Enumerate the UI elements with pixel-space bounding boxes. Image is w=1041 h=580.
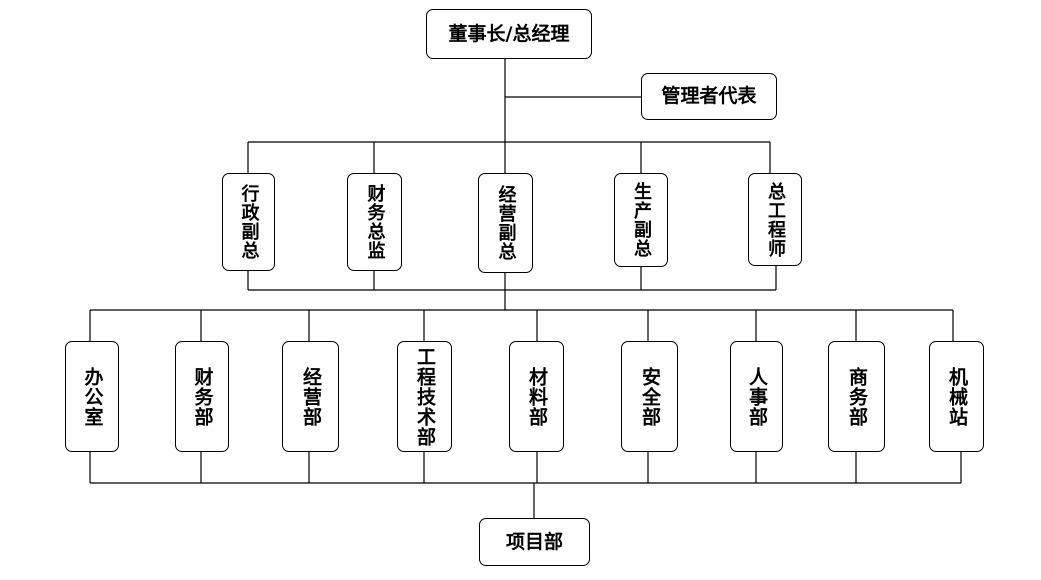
management-representative-label: 管理者代表 [661, 85, 757, 107]
deputy-admin-box: 行政副总 [222, 173, 275, 271]
project-dept-label: 项目部 [505, 530, 563, 553]
deputy-admin-label: 行政副总 [238, 184, 260, 260]
deputy-finance-box: 财务总监 [347, 173, 402, 271]
dept-business-box: 经营部 [282, 341, 339, 452]
deputy-business-box: 经营副总 [478, 173, 533, 273]
deputy-finance-label: 财务总监 [364, 184, 386, 260]
dept-machinery-box: 机械站 [929, 341, 984, 452]
chairman-label: 董事长/总经理 [448, 22, 570, 45]
dept-commerce-label: 商务部 [846, 366, 868, 427]
dept-commerce-box: 商务部 [828, 341, 885, 452]
dept-machinery-label: 机械站 [946, 366, 968, 427]
dept-hr-box: 人事部 [730, 341, 783, 452]
dept-office-label: 办公室 [81, 366, 104, 427]
deputy-chief-engineer-label: 总工程师 [765, 181, 786, 258]
dept-engineering-box: 工程技术部 [397, 341, 452, 452]
dept-hr-label: 人事部 [746, 366, 768, 427]
deputy-chief-engineer-box: 总工程师 [748, 173, 802, 266]
dept-office-box: 办公室 [65, 341, 119, 452]
dept-safety-label: 安全部 [639, 366, 661, 427]
project-dept-box: 项目部 [479, 518, 590, 566]
dept-materials-box: 材料部 [509, 341, 564, 452]
dept-safety-box: 安全部 [621, 341, 678, 452]
deputy-production-label: 生产副总 [631, 182, 652, 258]
management-representative-box: 管理者代表 [641, 73, 777, 120]
dept-materials-label: 材料部 [526, 366, 548, 427]
dept-business-label: 经营部 [300, 366, 322, 427]
deputy-production-box: 生产副总 [614, 173, 668, 267]
dept-finance-box: 财务部 [175, 341, 229, 452]
chairman-box: 董事长/总经理 [426, 9, 592, 59]
deputy-business-label: 经营副总 [495, 185, 517, 261]
dept-finance-label: 财务部 [191, 366, 214, 427]
dept-engineering-label: 工程技术部 [414, 346, 436, 447]
